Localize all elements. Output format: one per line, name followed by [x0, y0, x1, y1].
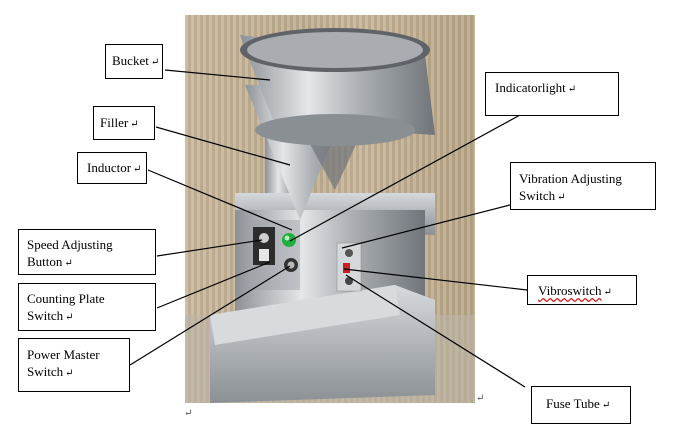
speed-adjusting-label: Speed Adjusting Button↵ — [18, 229, 156, 275]
filler-label: Filler↵ — [93, 106, 155, 140]
filler-label-text: Filler — [100, 115, 129, 130]
counting-plate-label: Counting Plate Switch↵ — [18, 283, 156, 331]
paragraph-mark: ↵ — [557, 192, 566, 203]
speed-label-line1: Speed Adjusting — [27, 237, 113, 252]
vibration-label-line2: Switch — [519, 188, 556, 203]
vibration-adjusting-label: Vibration Adjusting Switch↵ — [510, 162, 656, 210]
vibration-label-line1: Vibration Adjusting — [519, 171, 622, 186]
paragraph-mark: ↵ — [130, 119, 139, 130]
vibroswitch-label: Vibroswitch↵ — [527, 275, 637, 305]
power-label-line1: Power Master — [27, 347, 100, 362]
power-master-label: Power Master Switch↵ — [18, 338, 130, 392]
paragraph-mark: ↵ — [150, 57, 160, 68]
bucket-label-text: Bucket — [112, 53, 149, 68]
indicator-label-text: Indicatorlight — [495, 80, 566, 95]
machine-photo — [185, 15, 475, 403]
indicator-light-label: Indicatorlight↵ — [485, 72, 619, 116]
paragraph-mark-after-photo: ↵ — [476, 393, 485, 404]
power-label-line2: Switch — [27, 364, 64, 379]
paragraph-mark: ↵ — [64, 258, 73, 269]
paragraph-mark-below-photo: ↵ — [184, 408, 193, 419]
paragraph-mark: ↵ — [601, 400, 611, 411]
inductor-label-text: Inductor — [87, 160, 132, 175]
counting-label-line1: Counting Plate — [27, 291, 105, 306]
inductor-label: Inductor↵ — [77, 152, 147, 184]
speed-label-line2: Button — [27, 254, 63, 269]
bucket-label: Bucket↵ — [105, 44, 163, 79]
paragraph-mark: ↵ — [65, 312, 74, 323]
vibroswitch-label-text: Vibroswitch — [538, 283, 602, 298]
counting-machine-illustration — [185, 28, 475, 403]
paragraph-mark: ↵ — [133, 164, 142, 175]
fuse-tube-label: Fuse Tube↵ — [531, 386, 631, 424]
counting-label-line2: Switch — [27, 308, 64, 323]
paragraph-mark: ↵ — [65, 368, 74, 379]
paragraph-mark: ↵ — [567, 84, 577, 95]
fuse-label-text: Fuse Tube — [546, 396, 600, 411]
paragraph-mark: ↵ — [603, 287, 612, 298]
